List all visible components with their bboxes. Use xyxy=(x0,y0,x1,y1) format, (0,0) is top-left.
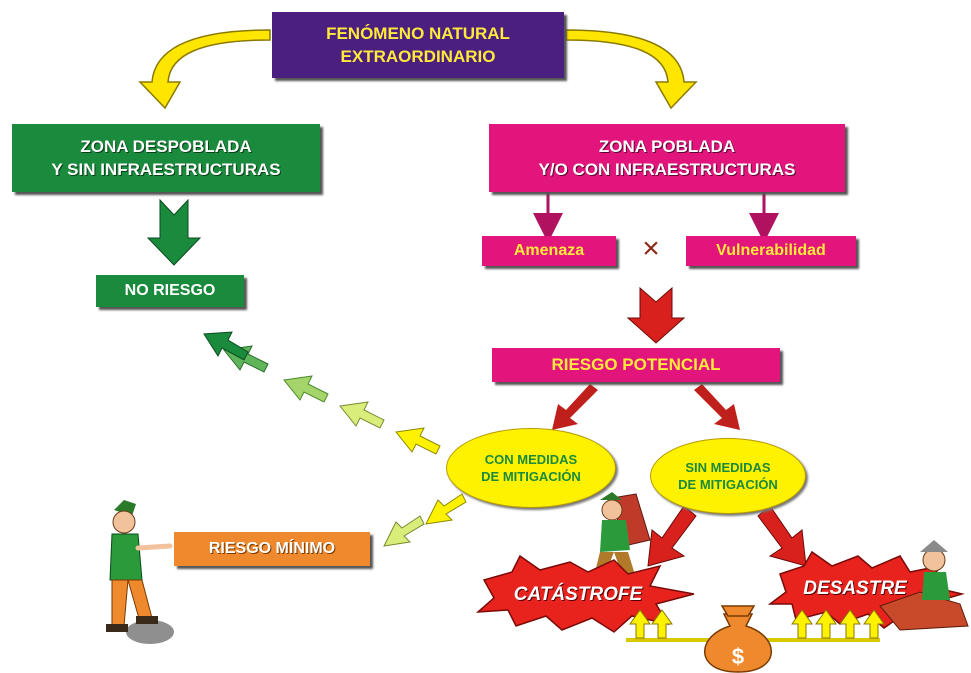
red-arrow-to-desastre xyxy=(757,505,807,567)
green-down-arrow-icon xyxy=(146,198,202,266)
gradient-arrow-icon xyxy=(383,493,467,547)
no-riesgo-text: NO RIESGO xyxy=(124,282,216,299)
yellow-up-arrow-icon xyxy=(629,609,885,639)
red-arrow-to-con-medidas xyxy=(552,384,598,430)
character-figure-icon xyxy=(106,500,174,644)
riesgo-potencial-box: RIESGO POTENCIAL xyxy=(492,348,780,382)
desastre-label: DESASTRE xyxy=(803,578,907,599)
money-bag-icon: $ xyxy=(704,605,772,673)
zona-despoblada-box: ZONA DESPOBLADA Y SIN INFRAESTRUCTURAS xyxy=(12,124,320,192)
con-medidas-text: CON MEDIDAS DE MITIGACIÓN xyxy=(481,452,581,484)
multiply-operator: × xyxy=(642,232,660,265)
red-arrow-to-catastrofe xyxy=(647,505,697,567)
yellow-curved-arrow-icon xyxy=(138,29,271,110)
yellow-curved-arrow-icon xyxy=(565,29,698,110)
fenomeno-natural-text: FENÓMENO NATURAL EXTRAORDINARIO xyxy=(326,24,510,66)
character-figure-icon xyxy=(879,540,969,631)
riesgo-minimo-box: RIESGO MÍNIMO xyxy=(174,532,370,566)
zona-poblada-text: ZONA POBLADA Y/O CON INFRAESTRUCTURAS xyxy=(538,137,796,179)
riesgo-minimo-text: RIESGO MÍNIMO xyxy=(208,540,336,557)
zona-despoblada-text: ZONA DESPOBLADA Y SIN INFRAESTRUCTURAS xyxy=(51,137,281,179)
vulnerabilidad-box: Vulnerabilidad xyxy=(686,236,856,266)
riesgo-potencial-text: RIESGO POTENCIAL xyxy=(551,355,721,374)
amenaza-box: Amenaza xyxy=(482,236,616,266)
sin-medidas-oval: SIN MEDIDAS DE MITIGACIÓN xyxy=(650,438,806,514)
red-down-arrow-icon xyxy=(626,286,686,344)
fenomeno-natural-box: FENÓMENO NATURAL EXTRAORDINARIO xyxy=(272,12,564,78)
con-medidas-oval: CON MEDIDAS DE MITIGACIÓN xyxy=(446,428,616,508)
zona-poblada-box: ZONA POBLADA Y/O CON INFRAESTRUCTURAS xyxy=(489,124,845,192)
money-symbol-text: $ xyxy=(732,644,744,669)
catastrofe-label: CATÁSTROFE xyxy=(513,584,643,605)
red-arrow-to-sin-medidas xyxy=(694,384,740,430)
vulnerabilidad-text: Vulnerabilidad xyxy=(716,242,826,259)
gradient-arrow-icon xyxy=(203,331,441,455)
no-riesgo-box: NO RIESGO xyxy=(96,275,244,307)
sin-medidas-text: SIN MEDIDAS DE MITIGACIÓN xyxy=(678,460,778,492)
amenaza-text: Amenaza xyxy=(513,242,585,259)
